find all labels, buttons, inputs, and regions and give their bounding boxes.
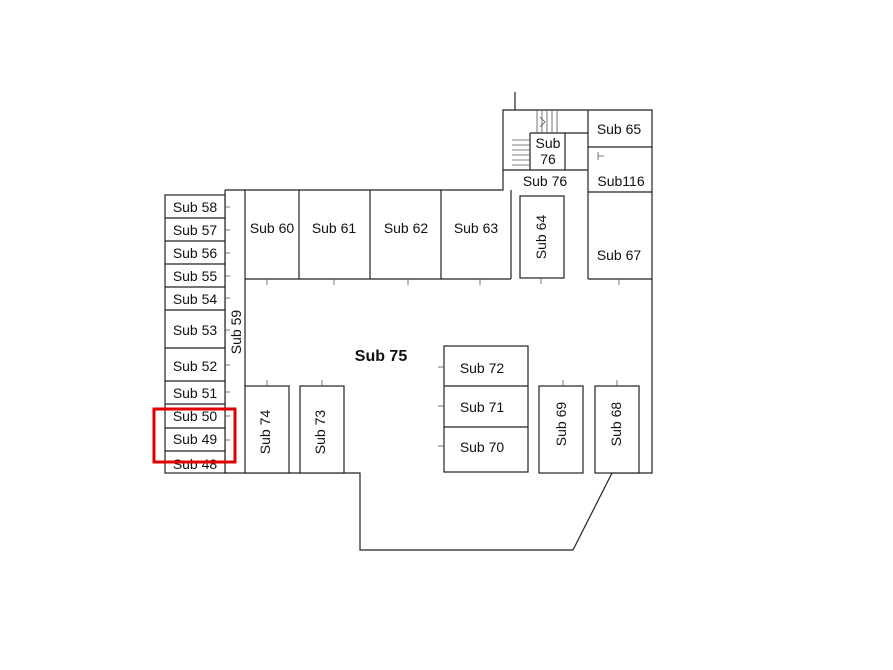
unit-label-sub76: Sub 76 <box>523 173 568 189</box>
unit-label-sub76-small-a: Sub <box>536 135 561 151</box>
unit-label-sub74: Sub 74 <box>257 410 273 455</box>
unit-label-sub75: Sub 75 <box>355 348 408 365</box>
unit-label-sub72: Sub 72 <box>460 360 505 376</box>
unit-sub67: Sub 67 <box>587 191 652 285</box>
unit-label-sub68: Sub 68 <box>608 402 624 447</box>
unit-label-sub50: Sub 50 <box>173 408 218 424</box>
unit-label-sub55: Sub 55 <box>173 268 218 284</box>
unit-sub59: Sub 59 <box>228 190 246 386</box>
top-unit-row: Sub 60 Sub 61 Sub 62 Sub 63 <box>245 190 512 285</box>
unit-label-sub53: Sub 53 <box>173 322 218 338</box>
unit-label-sub69: Sub 69 <box>553 402 569 447</box>
unit-sub68: Sub 68 <box>594 380 640 474</box>
unit-label-sub52: Sub 52 <box>173 358 218 374</box>
highlight-box <box>152 407 237 464</box>
unit-label-sub60: Sub 60 <box>250 220 295 236</box>
stair-block: Sub 65 Sub 76 Sub 76 Sub116 <box>503 92 652 192</box>
unit-label-sub116: Sub116 <box>597 173 644 189</box>
unit-label-sub51: Sub 51 <box>173 385 218 401</box>
unit-label-sub63: Sub 63 <box>454 220 499 236</box>
unit-label-sub67: Sub 67 <box>597 247 642 263</box>
unit-label-sub73: Sub 73 <box>312 410 328 455</box>
unit-label-sub54: Sub 54 <box>173 291 218 307</box>
unit-sub73: Sub 73 <box>299 380 345 474</box>
left-unit-column: Sub 58 Sub 57 Sub 56 Sub 55 Sub 54 Sub 5… <box>164 194 230 474</box>
unit-label-sub58: Sub 58 <box>173 199 218 215</box>
unit-label-sub70: Sub 70 <box>460 439 505 455</box>
unit-sub74: Sub 74 <box>244 380 290 474</box>
center-unit-block: Sub 72 Sub 71 Sub 70 <box>438 345 529 473</box>
unit-label-sub76-small-b: 76 <box>540 151 556 167</box>
unit-label-sub62: Sub 62 <box>384 220 429 236</box>
unit-label-sub56: Sub 56 <box>173 245 218 261</box>
unit-label-sub71: Sub 71 <box>460 399 505 415</box>
unit-label-sub59: Sub 59 <box>228 310 244 355</box>
unit-label-sub57: Sub 57 <box>173 222 218 238</box>
stair-icon <box>512 110 558 166</box>
unit-label-sub48: Sub 48 <box>173 456 218 472</box>
unit-label-sub61: Sub 61 <box>312 220 357 236</box>
unit-sub64: Sub 64 <box>519 195 565 284</box>
unit-sub69: Sub 69 <box>538 380 584 474</box>
unit-label-sub49: Sub 49 <box>173 431 218 447</box>
unit-label-sub64: Sub 64 <box>533 215 549 260</box>
unit-label-sub65: Sub 65 <box>597 121 642 137</box>
